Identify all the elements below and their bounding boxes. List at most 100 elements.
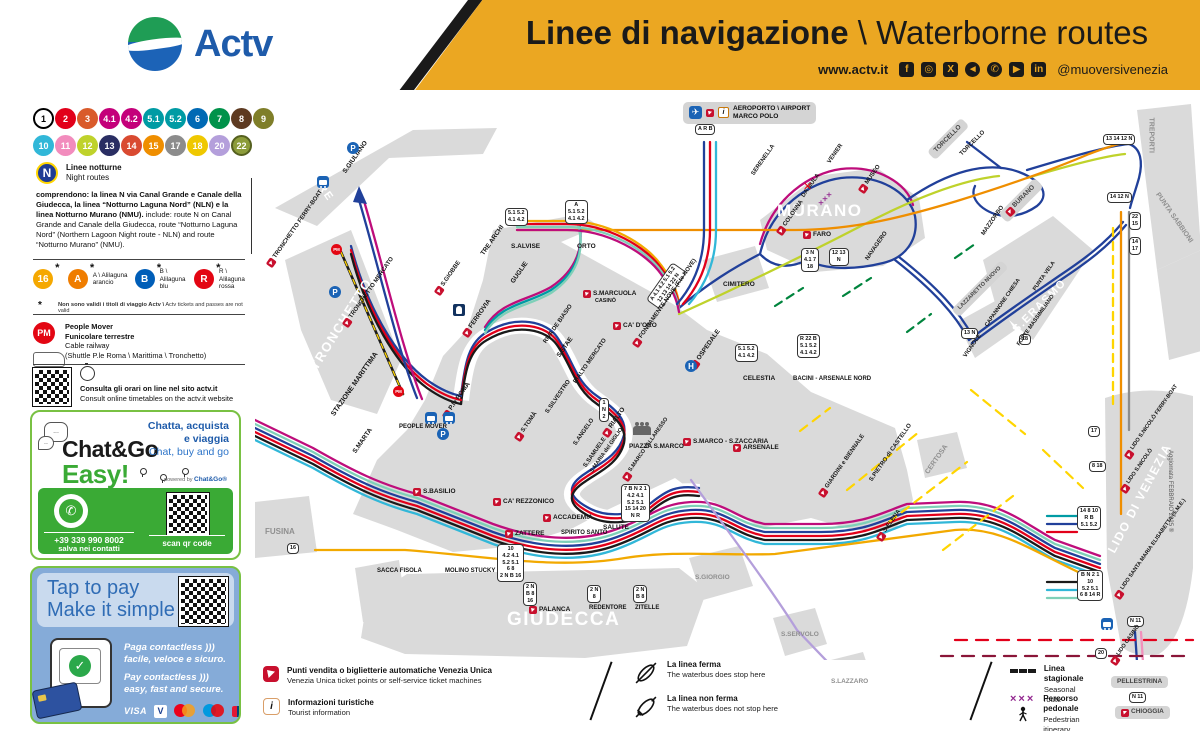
- divider: [33, 314, 245, 315]
- ticket-icon: [505, 530, 513, 538]
- route-badge-20: 20: [209, 135, 230, 156]
- website-link[interactable]: www.actv.it: [818, 62, 889, 77]
- alilaguna-a-caption: A \ Alilaguna arancio: [92, 271, 128, 287]
- social-handle[interactable]: @muoversivenezia: [1057, 62, 1168, 77]
- ticket-icon: [413, 488, 421, 496]
- route-number-pill: 13 N: [961, 328, 979, 339]
- route-number-pill: 14 12 N: [1107, 192, 1132, 203]
- route-badge-17: 17: [165, 135, 186, 156]
- map-station-s-marcuola: S.MARCUOLA: [583, 290, 636, 298]
- map-station-people-mover: PEOPLE MOVER: [399, 424, 448, 430]
- hospital-icon: H: [685, 360, 697, 372]
- alilaguna-a-badge: *A: [67, 262, 94, 290]
- route-badge-18: 18: [187, 135, 208, 156]
- unionpay-logo: [232, 705, 239, 717]
- closed-stop-marker: ✕: [803, 181, 813, 193]
- map-station-s-marco-s-zaccaria: S.MARCO - S.ZACCARIA: [683, 438, 768, 446]
- linkedin-icon[interactable]: in: [1031, 62, 1047, 77]
- ticket-icon: [543, 514, 551, 522]
- timetable-qr[interactable]: [32, 367, 72, 407]
- ticket-icon: [803, 231, 811, 239]
- alilaguna-note: Non sono validi i titoli di viaggio Actv…: [58, 302, 243, 314]
- actv-logo-text: Actv: [194, 22, 273, 65]
- tap-to-pay-qr[interactable]: [178, 576, 229, 627]
- people-mover-badge: PM: [33, 322, 55, 344]
- route-number-pill: 8 18: [1089, 461, 1106, 472]
- telegram-icon[interactable]: ◄: [965, 62, 981, 77]
- youtube-icon[interactable]: ▶: [1009, 62, 1025, 77]
- route-map: ✈ i AEROPORTO \ AIRPORT MARCO POLO Aggio…: [255, 98, 1200, 719]
- vpay-logo: V: [154, 704, 168, 718]
- map-station-s-giorgio: S.GIORGIO: [695, 574, 730, 581]
- route-badge-12: 12: [77, 135, 98, 156]
- map-station-ca-d-oro: CA' D'ORO: [613, 322, 657, 330]
- route-badge-6: 6: [187, 108, 208, 129]
- map-station-redentore: REDENTORE: [589, 605, 627, 611]
- route-number-pill: 16: [287, 543, 299, 554]
- waterbus-no-stop-icon: [635, 696, 657, 718]
- route-badge-2: 2: [55, 108, 76, 129]
- pedestrian-xxx-icon: ×××: [1010, 693, 1036, 705]
- chatgo-tagline: Chatta, acquista e viaggia Chat, buy and…: [147, 420, 229, 459]
- legend-ticket-points: Punti vendita o biglietterie automatiche…: [263, 666, 492, 686]
- map-station-zattere: ZATTERE: [505, 530, 545, 538]
- map-pin-icon: [140, 468, 147, 477]
- instagram-icon[interactable]: ◎: [921, 62, 937, 77]
- facebook-icon[interactable]: f: [899, 62, 915, 77]
- x-icon[interactable]: X: [943, 62, 959, 77]
- ticket-icon: [613, 322, 621, 330]
- ticket-icon: [706, 108, 714, 117]
- night-title-it: Linee notturne: [66, 163, 122, 172]
- map-station-s-alvise: S.ALVISE: [511, 243, 541, 250]
- map-pin-icon: [160, 474, 167, 483]
- map-station-spirito-santo: SPIRITO SANTO: [561, 530, 608, 536]
- chatgo-brand: Chat&Go: [62, 436, 159, 462]
- payment-terminal-illustration: ✓: [50, 638, 112, 708]
- map-station-pellestrina: PELLESTRINA: [1111, 676, 1169, 688]
- ticket-icon: [1121, 708, 1129, 717]
- map-station-s-servolo: S.SERVOLO: [781, 631, 819, 638]
- visa-logo: VISA: [124, 706, 148, 716]
- chatgo-phone[interactable]: +39 339 990 8002: [44, 532, 134, 545]
- map-station-cimitero: CIMITERO: [723, 281, 755, 288]
- legend-divider: [589, 661, 613, 721]
- ticket-icon: [583, 290, 591, 298]
- route-badge-15: 15: [143, 135, 164, 156]
- tap-to-pay-text-en: Pay contactless )))easy, fast and secure…: [124, 672, 224, 695]
- route-badge-4.2: 4.2: [121, 108, 142, 129]
- maestro-logo: [203, 704, 225, 718]
- checkmark-icon: ✓: [69, 655, 91, 677]
- header-yellow-band: [415, 0, 1200, 90]
- chatgo-phone-sub: salva nei contatti: [58, 544, 120, 553]
- chatgo-powered-by: powered by Chat&Go®: [164, 476, 227, 483]
- route-badge-11: 11: [55, 135, 76, 156]
- map-station-celestia: CELESTIA: [743, 375, 776, 382]
- route-16-badge: *16: [33, 262, 59, 290]
- map-station-zitelle: ZITELLE: [635, 605, 660, 611]
- night-route-badge: N: [36, 162, 58, 184]
- map-station-treporti: TREPORTI: [1147, 117, 1155, 153]
- chatgo-qr[interactable]: [166, 492, 210, 536]
- map-station-fusina: FUSINA: [265, 527, 295, 536]
- route-badge-3: 3: [77, 108, 98, 129]
- route-badge-9: 9: [253, 108, 274, 129]
- ticket-icon: [493, 498, 501, 506]
- parking-icon: P: [437, 428, 449, 440]
- whatsapp-icon[interactable]: ✆: [987, 62, 1003, 77]
- parking-icon: P: [347, 142, 359, 154]
- chatgo-promo-box: ... .. Chat&Go Easy! Chatta, acquista e …: [30, 410, 241, 560]
- route-badge-13: 13: [99, 135, 120, 156]
